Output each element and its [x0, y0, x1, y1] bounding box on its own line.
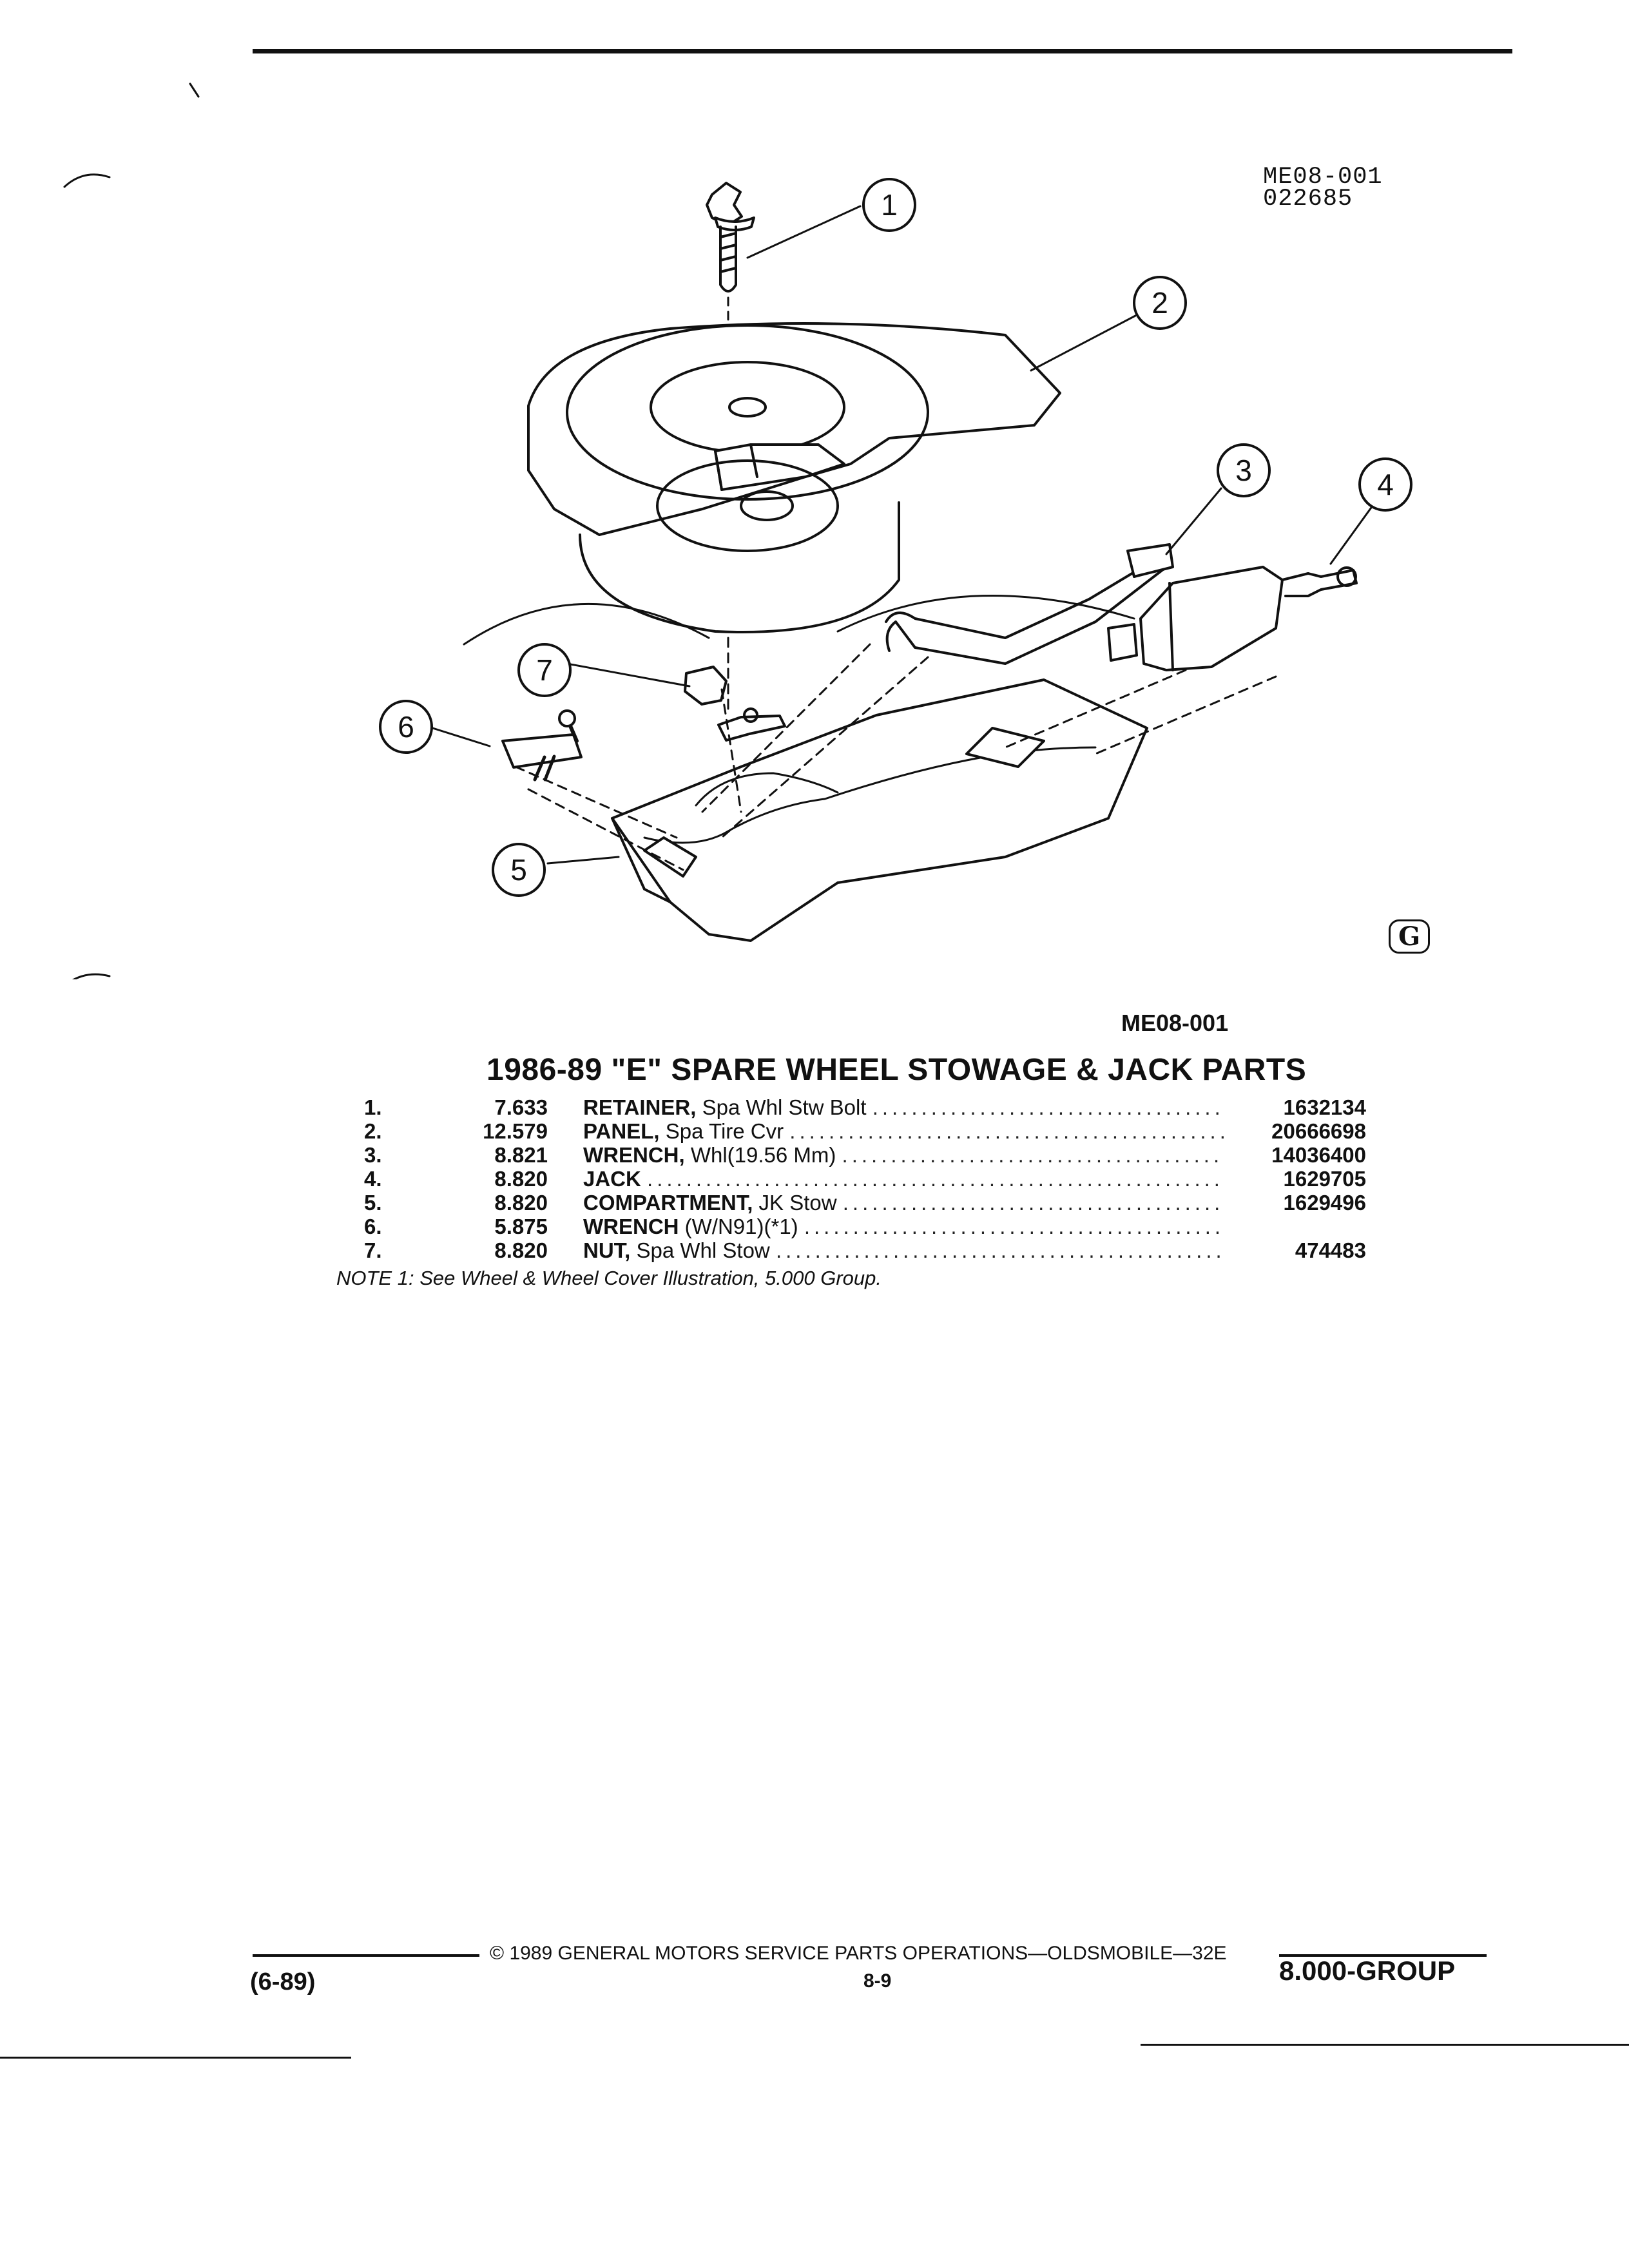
part-description: WRENCH (W/N91)(*1) .....................… [583, 1215, 1224, 1238]
item-index: 6. [364, 1215, 382, 1238]
footer-rule-left [253, 1954, 479, 1957]
retainer-bolt [706, 182, 755, 394]
leader-dots: ........................................… [872, 1095, 1224, 1119]
part-detail: Spa Whl Stw Bolt [702, 1095, 867, 1119]
part-detail: Spa Tire Cvr [665, 1119, 784, 1143]
item-index: 4. [364, 1167, 382, 1191]
callout-4: 4 [1377, 468, 1394, 501]
item-index: 5. [364, 1191, 382, 1215]
leader-dots: ........................................… [647, 1167, 1224, 1191]
callout-7: 7 [536, 653, 553, 687]
footer-rule-right [1279, 1954, 1487, 1957]
bottom-rule-left [0, 2057, 351, 2059]
part-description: JACK ...................................… [583, 1167, 1224, 1191]
wrench-w-n91 [501, 709, 583, 782]
callout-5: 5 [510, 853, 527, 887]
part-name: COMPARTMENT, [583, 1191, 753, 1215]
part-description: COMPARTMENT, JK Stow ...................… [583, 1191, 1224, 1215]
parts-row: 2. 12.579 PANEL, Spa Tire Cvr ..........… [364, 1119, 1366, 1143]
part-name: JACK [583, 1167, 641, 1191]
part-name: RETAINER, [583, 1095, 697, 1119]
parts-list: 1. 7.633 RETAINER, Spa Whl Stw Bolt ....… [364, 1095, 1366, 1262]
part-detail: JK Stow [758, 1191, 837, 1215]
part-name: PANEL, [583, 1119, 660, 1143]
parts-row: 3. 8.821 WRENCH, Whl(19.56 Mm) .........… [364, 1143, 1366, 1167]
part-detail: Spa Whl Stow [636, 1238, 770, 1262]
group-label: 8.000-GROUP [1279, 1956, 1456, 1986]
part-name: WRENCH [583, 1215, 679, 1238]
revision-date: (6-89) [250, 1968, 316, 1995]
item-index: 3. [364, 1143, 382, 1167]
footnote: NOTE 1: See Wheel & Wheel Cover Illustra… [336, 1267, 882, 1289]
part-description: PANEL, Spa Tire Cvr ....................… [583, 1119, 1224, 1143]
callout-6: 6 [398, 710, 414, 744]
callout-circles [379, 178, 1412, 897]
part-detail: (W/N91)(*1) [684, 1215, 798, 1238]
part-name: WRENCH, [583, 1143, 685, 1167]
spare-tire [463, 459, 1135, 646]
item-index: 2. [364, 1119, 382, 1143]
jack [1107, 566, 1358, 671]
wheel-wrench [885, 543, 1174, 665]
part-name: NUT, [583, 1238, 631, 1262]
leader-dots: ........................................… [789, 1119, 1224, 1143]
stow-nut-bracket [684, 666, 786, 742]
leader-dots: ........................................… [842, 1191, 1224, 1215]
leader-dots: ........................................… [804, 1215, 1224, 1238]
top-rule [253, 49, 1512, 53]
group-number: 5.875 [494, 1215, 548, 1238]
assembly-lines [514, 637, 1277, 871]
parts-row: 6. 5.875 WRENCH (W/N91)(*1) ............… [364, 1215, 1366, 1238]
callout-1: 1 [881, 188, 898, 222]
gm-logo-letter: G [1389, 919, 1431, 954]
margin-marks [63, 82, 200, 979]
item-index: 7. [364, 1238, 382, 1262]
exploded-view-illustration: 1 2 3 4 5 6 7 [63, 82, 1412, 979]
group-number: 8.821 [494, 1143, 548, 1167]
part-number: 1629705 [1283, 1167, 1366, 1191]
leader-dots: ........................................… [842, 1143, 1224, 1167]
jack-stow-compartment [611, 678, 1148, 942]
part-number: 1629496 [1283, 1191, 1366, 1215]
leader-dots: ........................................… [775, 1238, 1224, 1262]
part-description: WRENCH, Whl(19.56 Mm) ..................… [583, 1143, 1224, 1167]
callout-3: 3 [1235, 454, 1252, 487]
illustration-code-line-1: ME08-001 [1263, 164, 1383, 191]
item-index: 1. [364, 1095, 382, 1119]
group-number: 7.633 [494, 1095, 548, 1119]
group-number: 8.820 [494, 1238, 548, 1262]
group-number: 8.820 [494, 1191, 548, 1215]
parts-row: 1. 7.633 RETAINER, Spa Whl Stw Bolt ....… [364, 1095, 1366, 1119]
parts-list-title: 1986-89 "E" SPARE WHEEL STOWAGE & JACK P… [487, 1053, 1307, 1087]
gm-logo: G [1389, 919, 1431, 954]
callout-2: 2 [1152, 286, 1168, 320]
parts-row: 5. 8.820 COMPARTMENT, JK Stow ..........… [364, 1191, 1366, 1215]
figure-reference: ME08-001 [1121, 1010, 1229, 1036]
illustration-code-line-2: 022685 [1263, 186, 1353, 213]
group-number: 8.820 [494, 1167, 548, 1191]
part-number: 1632134 [1283, 1095, 1366, 1119]
part-description: NUT, Spa Whl Stow ......................… [583, 1238, 1224, 1262]
part-number: 14036400 [1271, 1143, 1366, 1167]
bottom-rule-right [1141, 2044, 1629, 2046]
part-number: 474483 [1295, 1238, 1366, 1262]
illustration-code: ME08-001 022685 [1263, 164, 1383, 213]
part-number: 20666698 [1271, 1119, 1366, 1143]
copyright-line: © 1989 GENERAL MOTORS SERVICE PARTS OPER… [490, 1943, 1227, 1964]
spare-tire-cover [527, 322, 1061, 536]
parts-row: 7. 8.820 NUT, Spa Whl Stow .............… [364, 1238, 1366, 1262]
part-detail: Whl(19.56 Mm) [690, 1143, 836, 1167]
parts-row: 4. 8.820 JACK ..........................… [364, 1167, 1366, 1191]
group-number: 12.579 [483, 1119, 548, 1143]
callout-numbers: 1 2 3 4 5 6 7 [398, 188, 1394, 887]
page-number: 8-9 [863, 1970, 892, 1992]
leader-lines [427, 205, 1374, 865]
part-description: RETAINER, Spa Whl Stw Bolt .............… [583, 1095, 1224, 1119]
